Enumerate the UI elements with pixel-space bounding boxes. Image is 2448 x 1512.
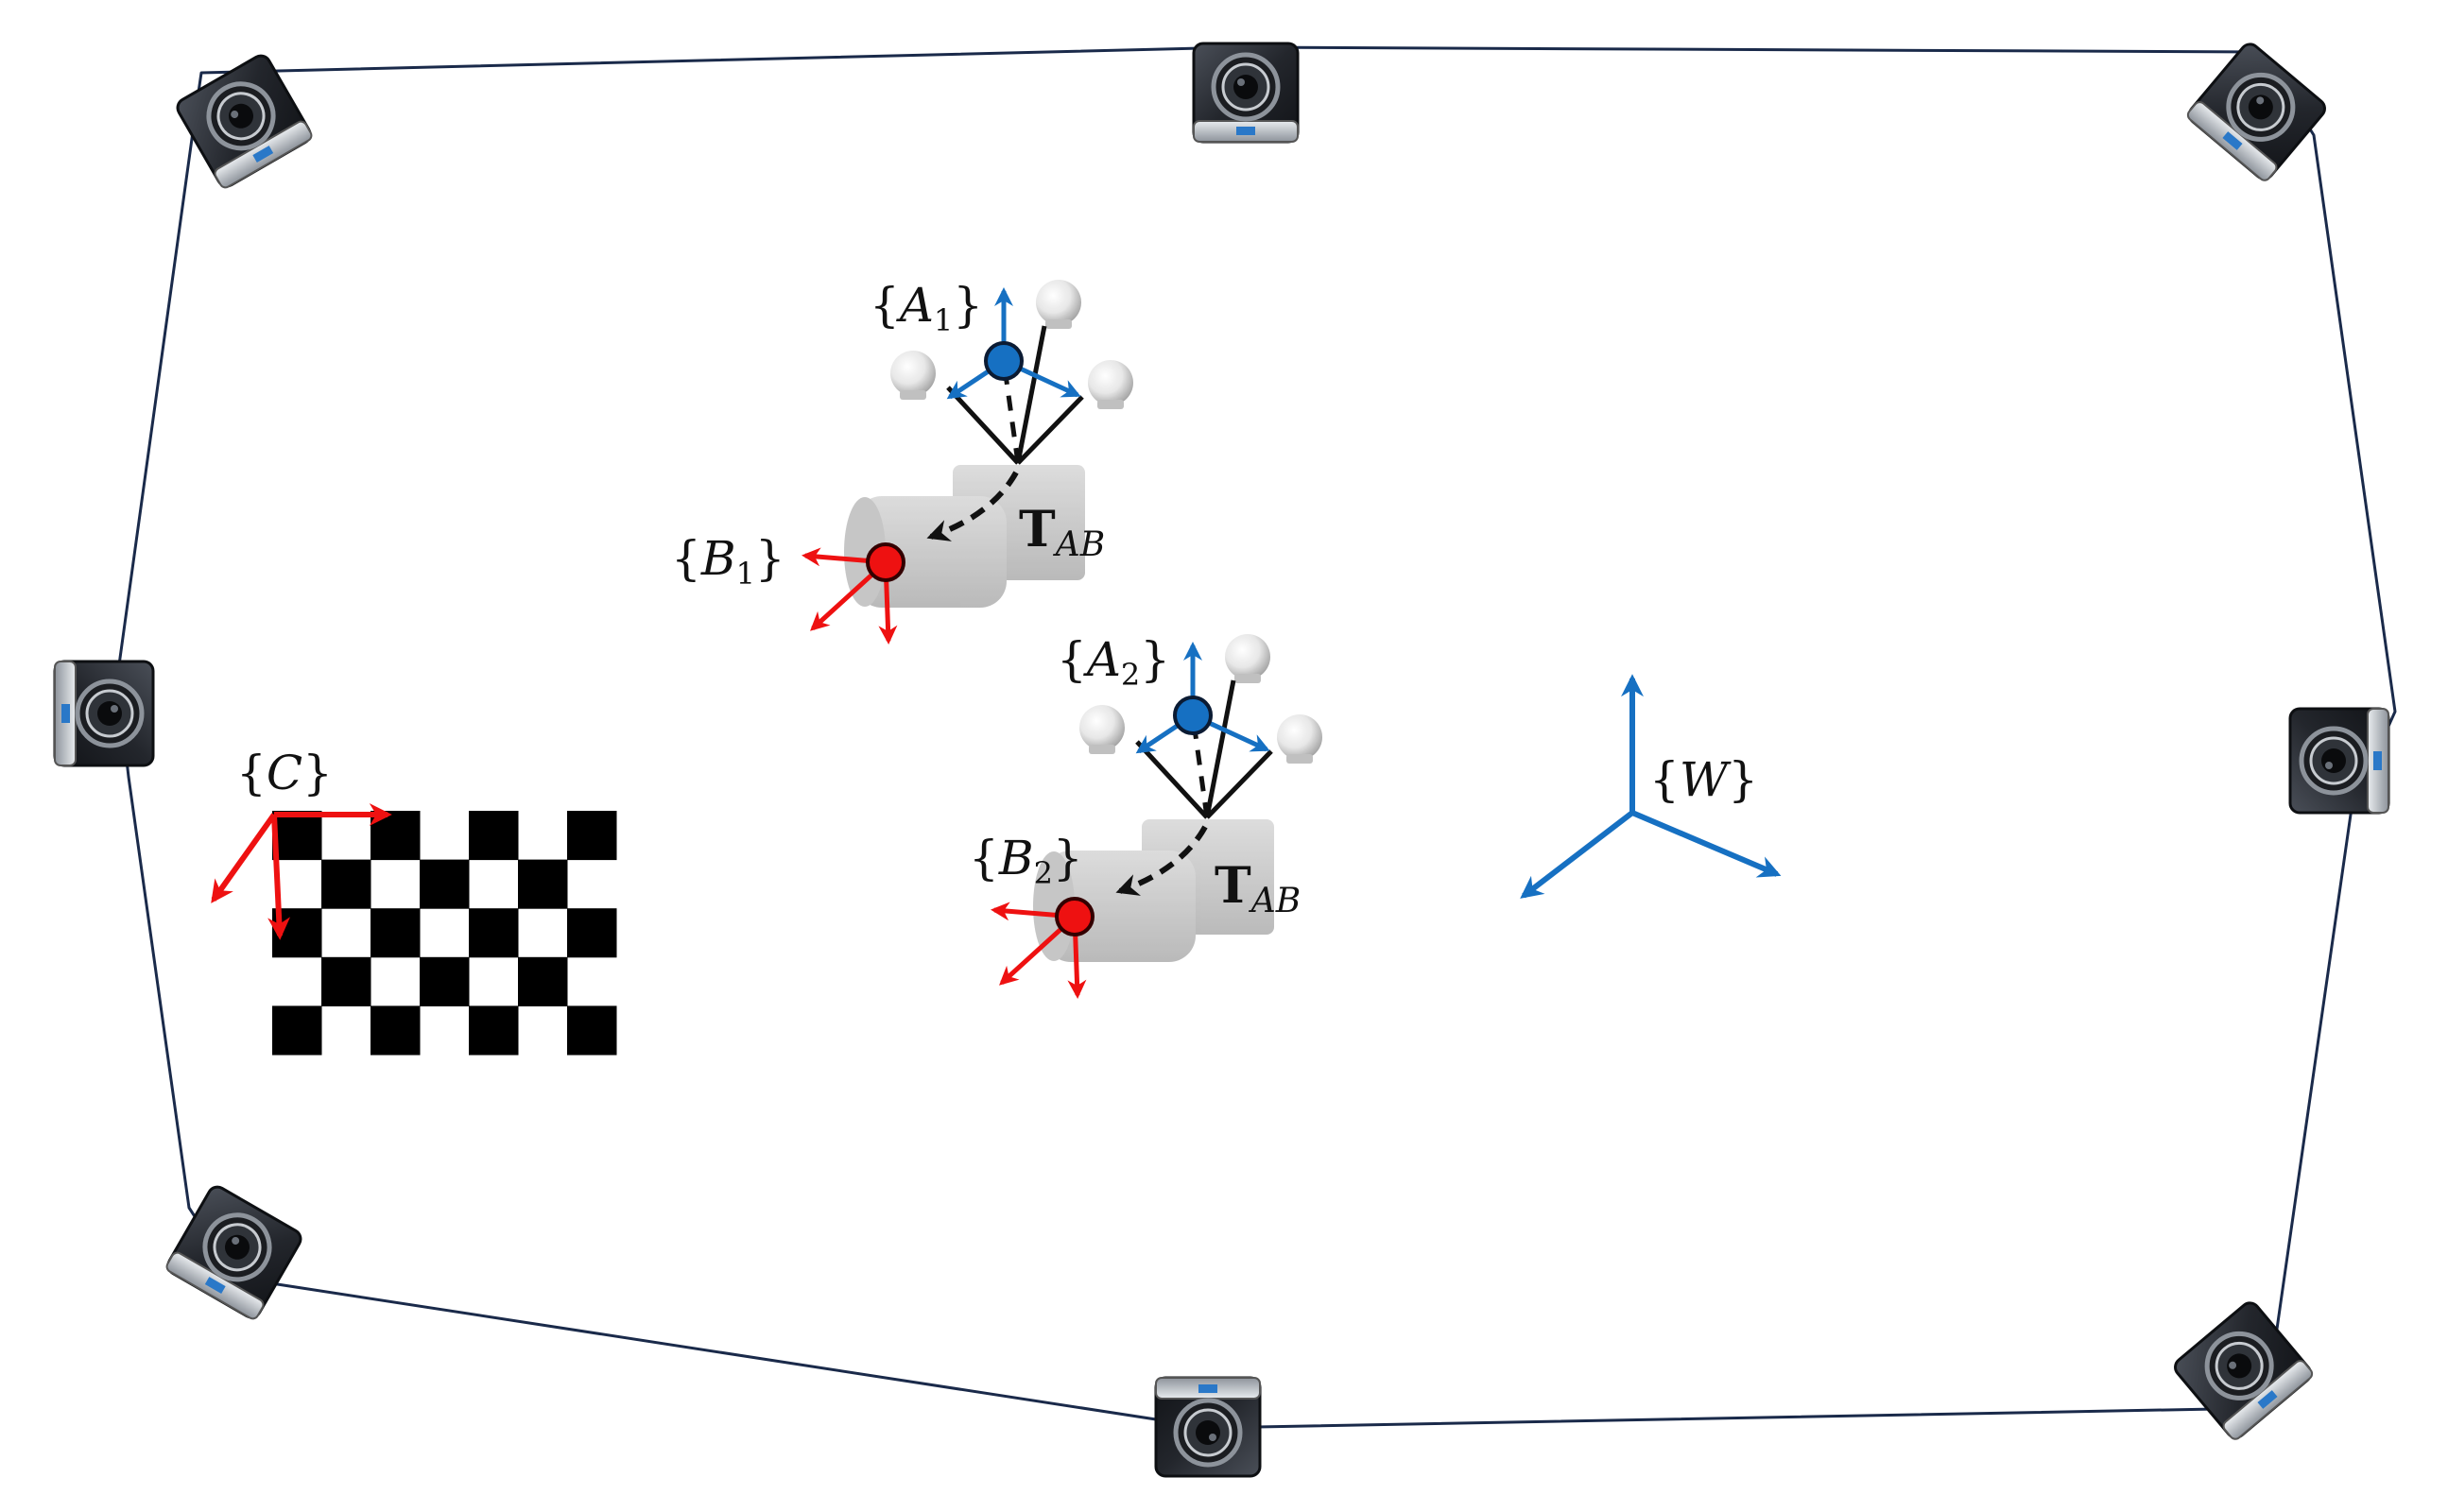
transform-label-2: TAB [1215,857,1301,920]
frame-b2-label: {B2} [969,831,1083,891]
mocap-camera-icon [1194,43,1298,142]
checker-square [371,811,421,861]
frame-a2-label: {A2} [1057,632,1170,693]
checker-square [469,908,519,958]
checker-square [567,811,617,861]
mocap-camera-icon [2290,709,2388,813]
checker-square [518,956,568,1006]
transform-label-1: TAB [1019,501,1105,564]
checker-square [371,908,421,958]
mocap-camera-icon [1156,1378,1260,1476]
frame-b2-origin [1055,897,1095,936]
checker-square [518,859,568,909]
tracked-rig-1 [802,280,1133,644]
tracked-rig-2 [991,634,1322,999]
checkerboard [272,811,617,1056]
checker-square [469,1005,519,1056]
mocap-camera-icon [164,1183,303,1320]
checker-square [420,956,470,1006]
frame-a2-origin [1173,696,1213,735]
mocap-camera-icon [55,662,153,765]
checker-square [567,908,617,958]
checker-square [321,956,371,1006]
checker-square [420,859,470,909]
checker-square [272,1005,322,1056]
frame-c-label: {C} [236,746,333,800]
frame-b1-label: {B1} [671,531,785,592]
frame-b1-origin [866,542,905,582]
checker-square [469,811,519,861]
frame-w-label: {W} [1649,752,1758,807]
checker-square [567,1005,617,1056]
frame-c-axes [211,803,392,940]
frame-w-axes [1520,674,1782,899]
checker-square [371,1005,421,1056]
mocap-camera-icon [2185,41,2328,182]
mocap-camera-icon [2171,1299,2314,1441]
checker-square [321,859,371,909]
capture-volume-outline [115,45,2397,1429]
mocap-camera-icon [174,52,313,189]
frame-a1-origin [984,341,1024,381]
frame-a1-label: {A1} [870,278,983,338]
checker-square [272,811,322,861]
